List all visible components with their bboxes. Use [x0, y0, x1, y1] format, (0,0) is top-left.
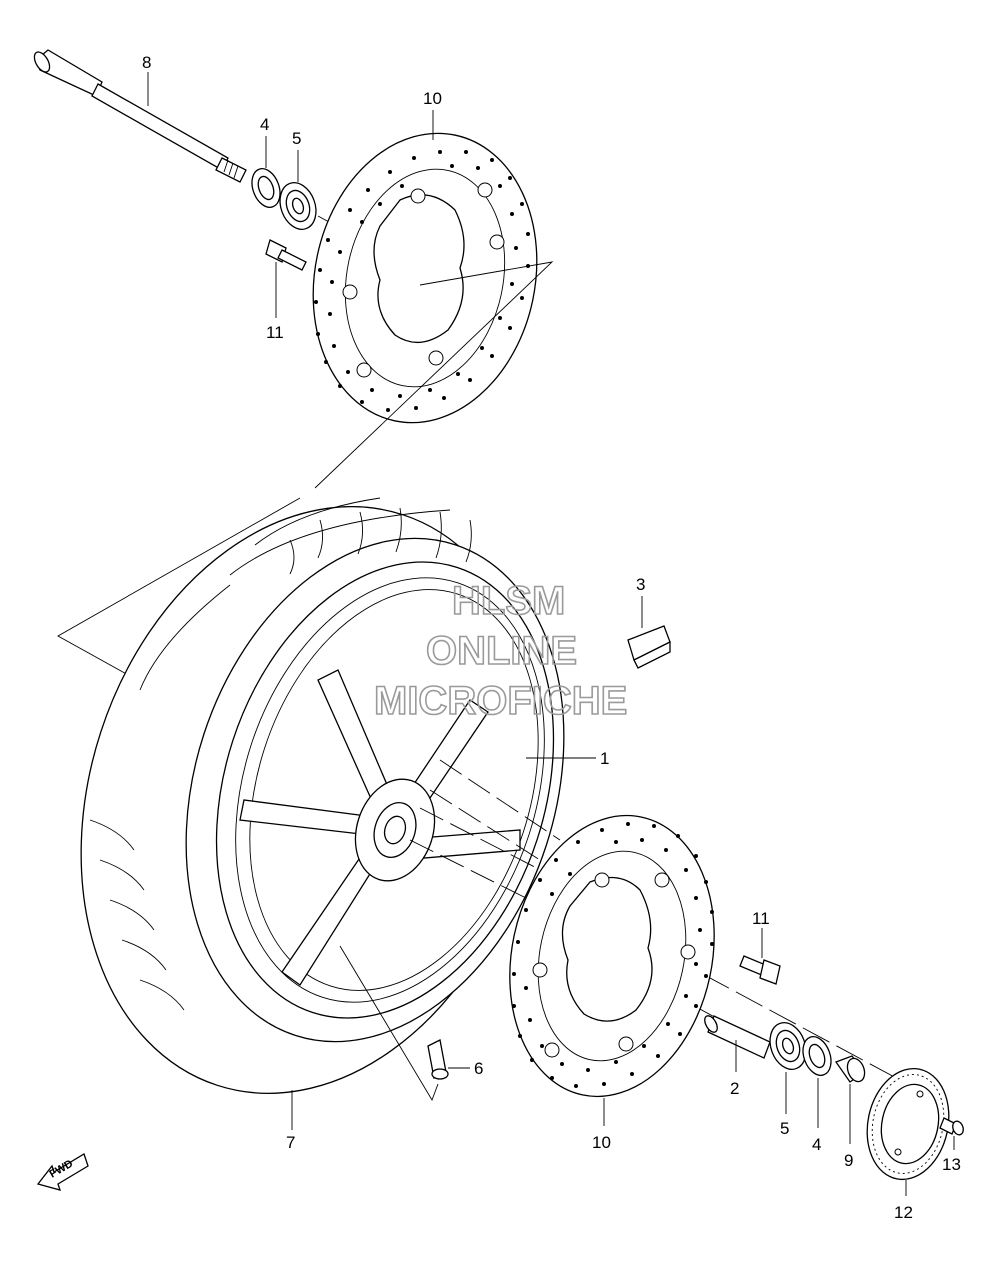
watermark: HLSM ONLINE MICROFICHE	[373, 578, 628, 724]
callout-10-bottom: 10	[592, 1133, 611, 1152]
bracket-line-top	[314, 261, 554, 489]
callout-9: 9	[844, 1151, 853, 1170]
callout-2: 2	[730, 1079, 739, 1098]
callout-13: 13	[942, 1155, 961, 1174]
tire-tread	[89, 507, 472, 1011]
callout-10-top: 10	[423, 89, 442, 108]
wheel-hub	[354, 778, 436, 882]
callout-8: 8	[142, 53, 151, 72]
bracket-line-wheel	[57, 497, 301, 677]
callout-1: 1	[600, 749, 609, 768]
bearing-part-5-top[interactable]	[274, 178, 322, 235]
sensor-ring-part-12[interactable]	[857, 1061, 959, 1187]
bearing-part-5-bottom[interactable]	[764, 1018, 812, 1075]
callout-12: 12	[894, 1203, 913, 1222]
callout-4-bottom: 4	[812, 1135, 821, 1154]
brake-disc-part-10-bottom[interactable]	[485, 796, 740, 1115]
spacer-part-2[interactable]	[702, 1014, 771, 1059]
callout-11-top: 11	[266, 323, 284, 342]
bolt-part-11-top[interactable]	[265, 239, 307, 271]
callout-4-top: 4	[260, 115, 269, 134]
disc-bolt-holes-top	[342, 182, 505, 378]
callout-5-bottom: 5	[780, 1119, 789, 1138]
disc-bolt-holes-bottom	[532, 872, 696, 1058]
watermark-line2: ONLINE	[426, 629, 577, 673]
seal-part-4-bottom[interactable]	[798, 1033, 836, 1079]
axle-part-8[interactable]	[31, 49, 247, 183]
seal-part-4-top[interactable]	[247, 165, 285, 211]
valve-part-6[interactable]	[427, 1039, 449, 1080]
wheel-part-1[interactable]	[161, 518, 610, 1062]
callout-11-bottom: 11	[752, 909, 770, 928]
clip-part-3[interactable]	[627, 625, 671, 669]
callout-3: 3	[636, 575, 645, 594]
bracket-line-valve	[339, 945, 439, 1102]
disc-drill-holes-bottom	[512, 822, 714, 1088]
brake-disc-part-10-top[interactable]	[287, 112, 563, 443]
callout-6: 6	[474, 1059, 483, 1078]
watermark-line3: MICROFICHE	[374, 679, 627, 723]
screw-part-13[interactable]	[939, 1117, 965, 1136]
callout-5-top: 5	[292, 129, 301, 148]
disc-drill-holes-top	[314, 150, 530, 412]
fwd-arrow-icon: FWD	[36, 1153, 89, 1191]
bolt-part-11-bottom[interactable]	[739, 955, 781, 985]
callout-7: 7	[286, 1133, 295, 1152]
watermark-line1: HLSM	[452, 579, 565, 623]
collar-part-9[interactable]	[834, 1055, 868, 1084]
